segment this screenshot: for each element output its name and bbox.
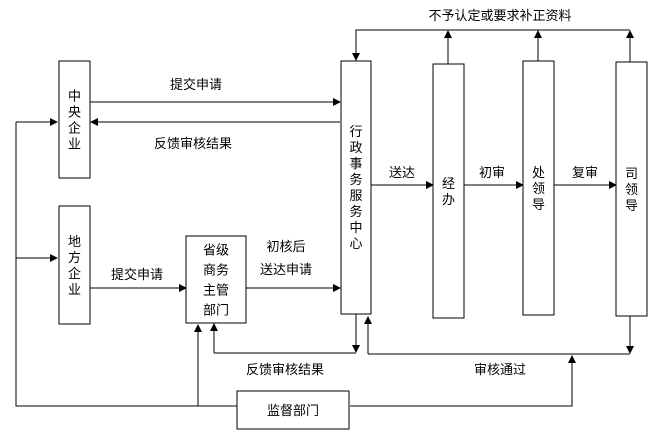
central-enterprise-node: 中央企业 — [58, 60, 91, 179]
handling-label: 经办 — [442, 177, 455, 208]
admin-service-center-label: 行政事务服务中心 — [349, 125, 362, 252]
admin-service-center-node: 行政事务服务中心 — [340, 60, 372, 315]
label-submit-local: 提交申请 — [111, 267, 163, 283]
local-enterprise-node: 地方企业 — [58, 205, 91, 325]
label-feedback-bottom: 反馈审核结果 — [246, 363, 324, 378]
top-reject-line — [355, 29, 630, 60]
provincial-department-node: 省级商务主管部门 — [185, 235, 247, 324]
local-enterprise-label: 地方企业 — [68, 235, 81, 298]
supervision-node: 监督部门 — [236, 390, 350, 430]
connectors — [15, 29, 634, 407]
supervision-right-line — [350, 356, 573, 407]
label-second-review: 复审 — [572, 166, 598, 181]
dept-lead-label: 司领导 — [625, 167, 638, 214]
provincial-department-label: 省级商务主管部门 — [203, 244, 229, 319]
label-approved: 审核通过 — [474, 363, 526, 378]
label-initial-review-line1: 初核后 — [266, 240, 305, 255]
dept-lead-node: 司领导 — [615, 61, 648, 317]
edge-labels: 提交申请 反馈审核结果 提交申请 初核后 送达申请 送达 初审 复审 反馈审核结… — [111, 9, 598, 378]
division-lead-node: 处领导 — [522, 60, 555, 316]
label-submit-central: 提交申请 — [170, 77, 222, 93]
supervision-left-line — [15, 122, 237, 407]
division-lead-label: 处领导 — [532, 166, 545, 213]
label-initial-review-line2: 送达申请 — [260, 263, 312, 278]
label-reject-supplement: 不予认定或要求补正资料 — [428, 9, 571, 24]
central-enterprise-label: 中央企业 — [68, 90, 81, 153]
label-deliver: 送达 — [389, 166, 415, 181]
supervision-label: 监督部门 — [267, 404, 319, 419]
label-feedback-central: 反馈审核结果 — [154, 137, 232, 152]
label-first-review: 初审 — [479, 166, 505, 181]
handling-node: 经办 — [432, 63, 465, 319]
